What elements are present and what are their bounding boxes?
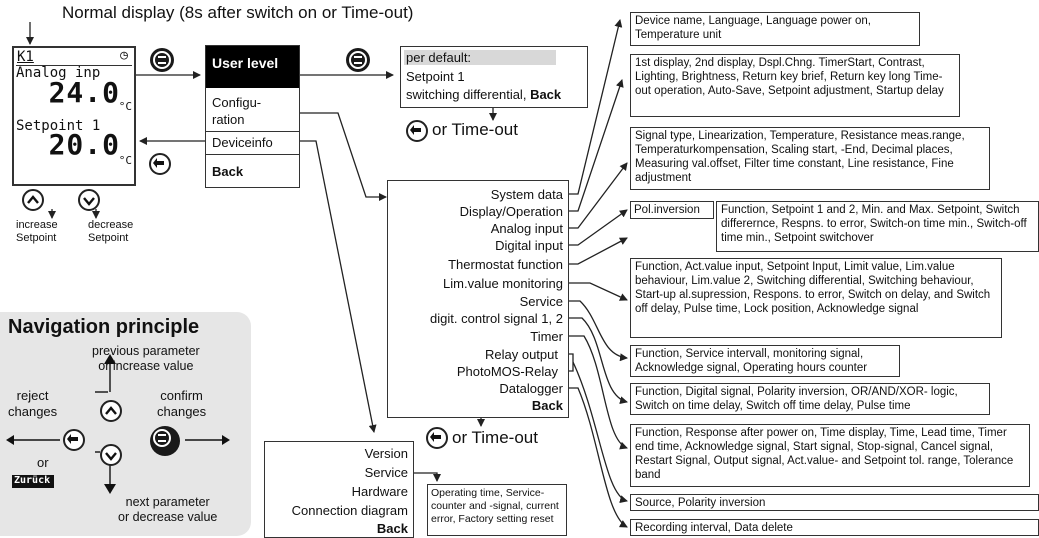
navigation-title: Navigation principle <box>8 316 200 338</box>
user-level-title: User level <box>212 55 279 71</box>
service-info-box: Operating time, Service-counter and -sig… <box>427 484 567 536</box>
detail-pol-inversion: Pol.inversion <box>630 201 714 219</box>
or-label: or <box>37 455 49 470</box>
config-item-thermostat[interactable]: Thermostat function <box>448 257 563 272</box>
back-arrow-icon <box>67 434 78 444</box>
detail-relay-output: Source, Polarity inversion <box>630 494 1039 511</box>
page-title: Normal display (8s after switch on or Ti… <box>62 3 414 22</box>
default-setpoint: Setpoint 1 <box>406 69 465 84</box>
device-item-service[interactable]: Service <box>364 465 408 480</box>
config-item-analog-input[interactable]: Analog input <box>490 221 563 236</box>
lcd-analog-value: 24.0 <box>48 76 120 109</box>
back-button[interactable] <box>426 427 448 449</box>
navigation-principle-panel: Navigation principle previous parameter … <box>0 312 251 536</box>
back-arrow-icon <box>410 125 421 135</box>
reject-changes-label: reject changes <box>8 388 58 419</box>
confirm-changes-label: confirm changes <box>157 388 207 419</box>
config-item-datalogger[interactable]: Datalogger <box>499 381 563 396</box>
menu-button-icon[interactable] <box>346 48 370 72</box>
config-item-service[interactable]: Service <box>519 294 563 309</box>
config-menu: System data Display/Operation Analog inp… <box>387 180 569 418</box>
down-button[interactable] <box>78 189 100 211</box>
chevron-up-icon <box>27 195 39 204</box>
default-switching-text: switching differential, <box>406 87 527 102</box>
chevron-up-icon <box>105 406 117 415</box>
next-parameter-label: next parameter or decrease value <box>118 495 218 524</box>
config-item-digital-input[interactable]: Digital input <box>495 238 563 253</box>
previous-parameter-label: previous parameter or increase value <box>92 344 200 373</box>
chevron-down-icon <box>105 452 117 461</box>
user-level-menu: User level Configu- ration Deviceinfo Ba… <box>205 45 300 188</box>
config-item-lim-value[interactable]: Lim.value monitoring <box>443 276 563 291</box>
menu-item-configuration[interactable]: Configu- ration <box>212 95 262 127</box>
increase-setpoint-label: increase Setpoint <box>16 219 58 244</box>
lcd-display: K1 ◷ Analog inp 24.0 °C Setpoint 1 20.0 … <box>12 46 136 186</box>
back-arrow-icon <box>430 432 441 442</box>
device-item-connection-diagram[interactable]: Connection diagram <box>291 503 408 518</box>
detail-analog-input: Signal type, Linearization, Temperature,… <box>630 127 990 190</box>
lcd-analog-label: Analog inp <box>16 65 101 81</box>
device-item-back[interactable]: Back <box>376 521 408 536</box>
divider <box>206 131 299 132</box>
lcd-setpoint-unit: °C <box>118 154 132 167</box>
config-item-back[interactable]: Back <box>531 398 563 413</box>
config-item-timer[interactable]: Timer <box>530 329 563 344</box>
lcd-channel-label: K1 <box>17 49 34 65</box>
up-button[interactable] <box>22 189 44 211</box>
chevron-down-icon <box>83 197 95 206</box>
detail-display-operation: 1st display, 2nd display, Dspl.Chng. Tim… <box>630 54 960 117</box>
back-button[interactable] <box>406 120 428 142</box>
config-item-display-operation[interactable]: Display/Operation <box>459 204 563 219</box>
default-setpoint-box: per default: Setpoint 1 switching differ… <box>400 46 588 108</box>
menu-item-deviceinfo[interactable]: Deviceinfo <box>212 135 273 150</box>
config-item-photomos[interactable]: PhotoMOS-Relay <box>456 364 558 379</box>
decrease-setpoint-label: decrease Setpoint <box>88 219 134 244</box>
nav-down-button[interactable] <box>100 444 122 466</box>
detail-digital-control: Function, Digital signal, Polarity inver… <box>630 383 990 415</box>
device-item-version[interactable]: Version <box>364 446 408 461</box>
detail-timer: Function, Response after power on, Time … <box>630 424 1030 487</box>
zuruck-label: Zurück <box>14 475 51 486</box>
clock-icon: ◷ <box>120 48 128 63</box>
lcd-setpoint-value: 20.0 <box>48 128 120 161</box>
default-label: per default: <box>406 50 472 65</box>
nav-up-button[interactable] <box>100 400 122 422</box>
detail-service: Function, Service intervall, monitoring … <box>630 345 900 377</box>
or-timeout-label-2: or Time-out <box>452 428 538 447</box>
config-item-digit-control[interactable]: digit. control signal 1, 2 <box>430 311 563 326</box>
lcd-analog-unit: °C <box>118 100 132 113</box>
nav-menu-button-icon[interactable] <box>150 426 180 456</box>
default-back[interactable]: Back <box>530 87 562 102</box>
back-arrow-icon <box>153 158 164 168</box>
lcd-setpoint-label: Setpoint 1 <box>16 118 101 134</box>
detail-limit-monitoring: Function, Act.value input, Setpoint Inpu… <box>630 258 1002 338</box>
menu-item-back[interactable]: Back <box>212 164 244 179</box>
default-switching: switching differential, Back <box>406 87 561 102</box>
zuruck-label-box: Zurück <box>12 475 54 488</box>
detail-system-data: Device name, Language, Language power on… <box>630 12 920 46</box>
navigation-arrows <box>6 354 230 494</box>
nav-back-button[interactable] <box>63 429 85 451</box>
config-item-system-data[interactable]: System data <box>490 187 563 202</box>
or-timeout-label: or Time-out <box>432 120 518 139</box>
lcd-top-rule <box>16 65 132 66</box>
user-level-header[interactable]: User level <box>206 46 299 88</box>
device-info-menu: Version Service Hardware Connection diag… <box>264 441 414 538</box>
default-highlight <box>404 50 556 65</box>
config-item-relay-output[interactable]: Relay output <box>485 347 558 362</box>
back-button[interactable] <box>149 153 171 175</box>
divider <box>206 154 299 155</box>
device-item-hardware[interactable]: Hardware <box>351 484 408 499</box>
detail-thermostat: Function, Setpoint 1 and 2, Min. and Max… <box>716 201 1039 252</box>
detail-datalogger: Recording interval, Data delete <box>630 519 1039 536</box>
menu-button-icon[interactable] <box>150 48 174 72</box>
